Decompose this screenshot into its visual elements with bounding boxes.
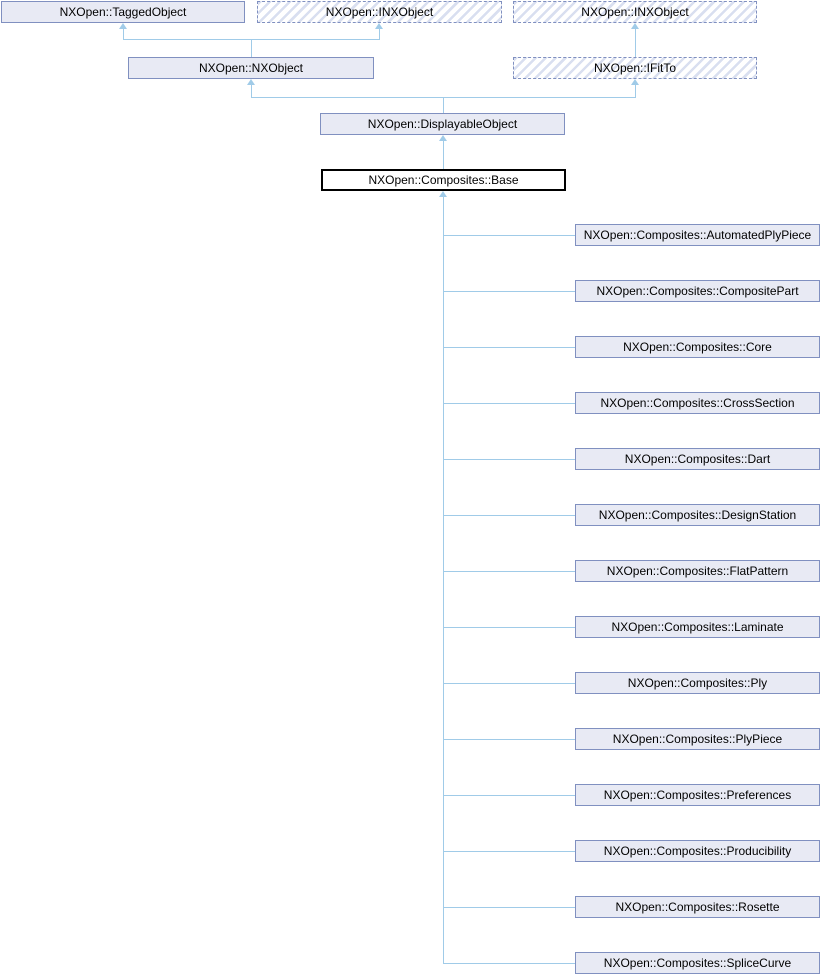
inheritance-edge-segment	[443, 627, 575, 628]
inheritance-edge-segment	[443, 347, 575, 348]
inheritance-arrowhead-icon	[439, 135, 447, 141]
inheritance-edge-segment	[443, 197, 444, 963]
inheritance-edge-segment	[251, 85, 252, 97]
inheritance-arrowhead-icon	[631, 23, 639, 29]
class-node-inx-object-2: NXOpen::INXObject	[513, 1, 757, 23]
inheritance-arrowhead-icon	[375, 23, 383, 29]
class-node-core[interactable]: NXOpen::Composites::Core	[575, 336, 820, 358]
class-node-nx-object[interactable]: NXOpen::NXObject	[128, 57, 374, 79]
inheritance-edge-segment	[379, 29, 380, 39]
class-node-splice-curve[interactable]: NXOpen::Composites::SpliceCurve	[575, 952, 820, 974]
inheritance-edge-segment	[443, 571, 575, 572]
inheritance-edge-segment	[635, 85, 636, 97]
class-node-tagged-object[interactable]: NXOpen::TaggedObject	[1, 1, 245, 23]
inheritance-edge-segment	[123, 29, 124, 39]
inheritance-edge-segment	[443, 403, 575, 404]
inheritance-edge-segment	[443, 963, 575, 964]
class-node-automated-ply-piece[interactable]: NXOpen::Composites::AutomatedPlyPiece	[575, 224, 820, 246]
inheritance-edge-segment	[443, 97, 444, 113]
inheritance-arrowhead-icon	[247, 79, 255, 85]
inheritance-edge-segment	[635, 29, 636, 57]
inheritance-edge-segment	[443, 291, 575, 292]
class-node-dart[interactable]: NXOpen::Composites::Dart	[575, 448, 820, 470]
class-node-laminate[interactable]: NXOpen::Composites::Laminate	[575, 616, 820, 638]
inheritance-edge-segment	[251, 39, 252, 57]
class-node-producibility[interactable]: NXOpen::Composites::Producibility	[575, 840, 820, 862]
class-node-flat-pattern[interactable]: NXOpen::Composites::FlatPattern	[575, 560, 820, 582]
class-node-composite-part[interactable]: NXOpen::Composites::CompositePart	[575, 280, 820, 302]
inheritance-edge-segment	[443, 795, 575, 796]
class-node-base: NXOpen::Composites::Base	[321, 169, 566, 191]
class-node-rosette[interactable]: NXOpen::Composites::Rosette	[575, 896, 820, 918]
class-node-cross-section[interactable]: NXOpen::Composites::CrossSection	[575, 392, 820, 414]
inheritance-edge-segment	[443, 235, 575, 236]
class-node-ply[interactable]: NXOpen::Composites::Ply	[575, 672, 820, 694]
class-node-displayable-object[interactable]: NXOpen::DisplayableObject	[320, 113, 565, 135]
class-node-ply-piece[interactable]: NXOpen::Composites::PlyPiece	[575, 728, 820, 750]
inheritance-edge-segment	[443, 459, 575, 460]
inheritance-edge-segment	[443, 515, 575, 516]
class-node-preferences[interactable]: NXOpen::Composites::Preferences	[575, 784, 820, 806]
inheritance-edge-segment	[443, 739, 575, 740]
inheritance-arrowhead-icon	[631, 79, 639, 85]
class-node-design-station[interactable]: NXOpen::Composites::DesignStation	[575, 504, 820, 526]
inheritance-edge-segment	[443, 907, 575, 908]
inheritance-arrowhead-icon	[439, 191, 447, 197]
inheritance-edge-segment	[443, 141, 444, 169]
class-node-inx-object-1: NXOpen::INXObject	[257, 1, 502, 23]
inheritance-edge-segment	[443, 683, 575, 684]
inheritance-arrowhead-icon	[119, 23, 127, 29]
inheritance-edge-segment	[443, 851, 575, 852]
class-node-ifitto: NXOpen::IFitTo	[513, 57, 757, 79]
